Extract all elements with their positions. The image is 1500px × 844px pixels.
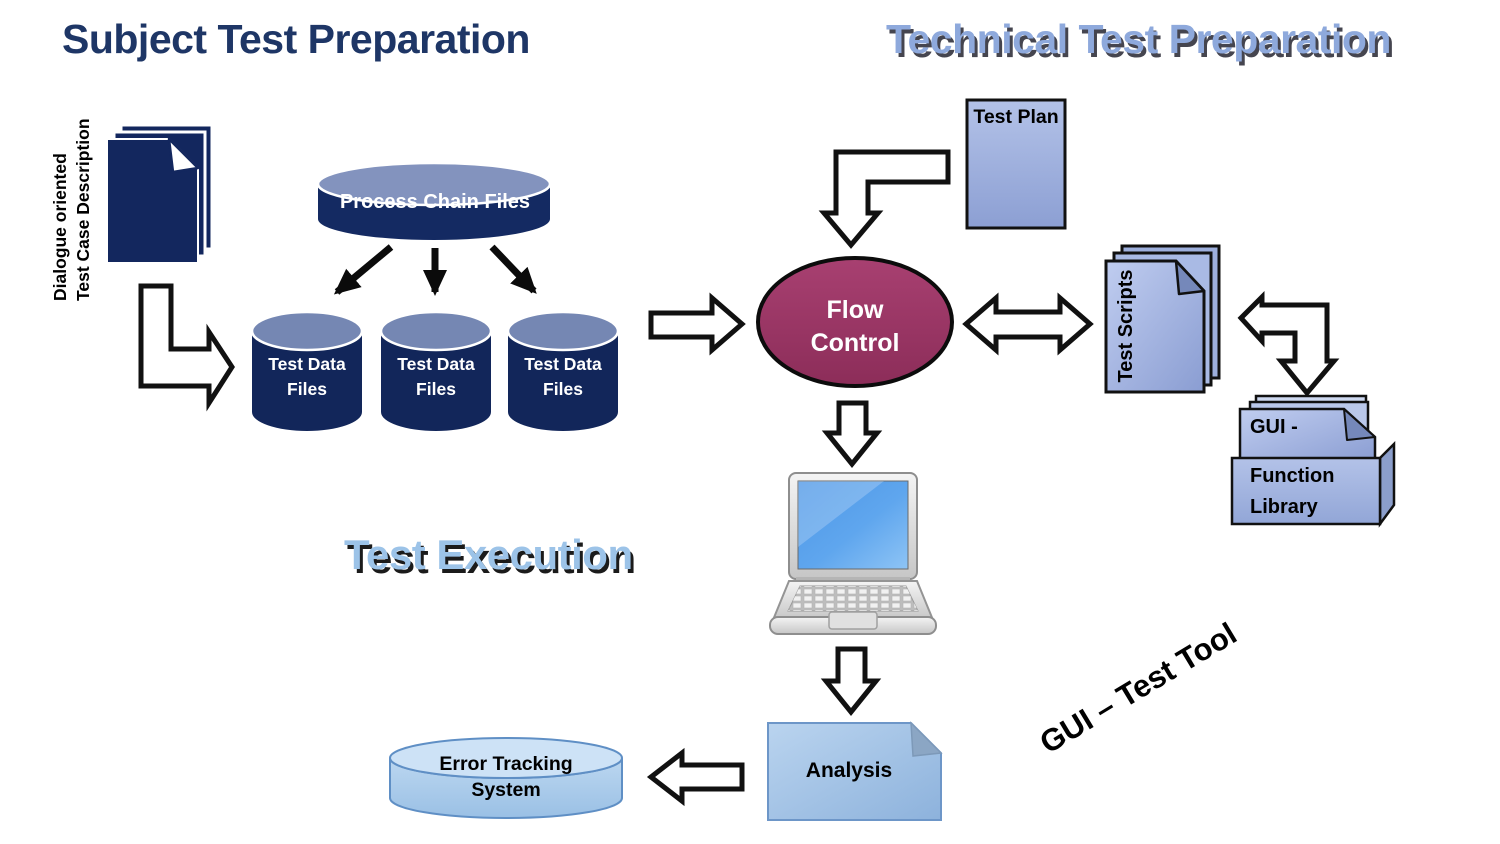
test-data-files-label-2: Test Data Files bbox=[381, 352, 491, 402]
arrow-testdata-to-flowcontrol bbox=[648, 292, 746, 356]
function-library-box-icon bbox=[1230, 394, 1396, 528]
test-data-line1: Test Data bbox=[397, 354, 475, 374]
laptop-touchpad bbox=[828, 611, 878, 630]
test-data-files-label-1: Test Data Files bbox=[252, 352, 362, 402]
elbow-arrow-docs-to-testdata bbox=[138, 283, 235, 412]
solid-arrows-to-test-data bbox=[333, 244, 537, 296]
test-data-files-label-3: Test Data Files bbox=[508, 352, 618, 402]
arrow-flowcontrol-to-laptop bbox=[821, 400, 883, 468]
analysis-document bbox=[767, 721, 943, 821]
process-chain-files-cylinder bbox=[316, 161, 552, 240]
double-arrow-flowcontrol-testscripts bbox=[962, 292, 1094, 356]
dog-ear-fold bbox=[1174, 259, 1206, 296]
flow-control-line1: Flow bbox=[826, 296, 884, 324]
flow-control-line2: Control bbox=[810, 329, 900, 357]
error-tracking-line1: Error Tracking bbox=[439, 753, 573, 775]
test-execution-title: Test Execution bbox=[344, 531, 633, 578]
test-data-files-cylinder-2 bbox=[379, 310, 493, 431]
flow-control-ellipse bbox=[756, 256, 954, 388]
bent-double-arrow-testscripts-guilibrary bbox=[1237, 290, 1340, 397]
error-tracking-line2: System bbox=[471, 779, 541, 801]
gui-library-box-label: Function Library bbox=[1250, 461, 1376, 523]
laptop-icon bbox=[769, 472, 937, 635]
test-data-line2: Files bbox=[287, 379, 327, 399]
arrow-analysis-to-errortracking bbox=[646, 747, 745, 807]
subject-test-preparation-title: Subject Test Preparation bbox=[62, 16, 530, 62]
test-case-description-label: Dialogue oriented Test Case Description bbox=[49, 41, 95, 301]
dog-ear-fold bbox=[167, 137, 200, 174]
dog-ear-fold bbox=[910, 721, 943, 757]
error-tracking-system-label: Error Tracking System bbox=[394, 751, 618, 803]
test-data-line2: Files bbox=[416, 379, 456, 399]
gui-box-line1: Function bbox=[1250, 465, 1335, 487]
elbow-arrow-testplan-to-flowcontrol bbox=[818, 149, 951, 249]
test-scripts-stack bbox=[1104, 244, 1221, 394]
analysis-label: Analysis bbox=[805, 759, 893, 782]
error-tracking-cylinder bbox=[389, 737, 623, 819]
gui-box-line2: Library bbox=[1250, 496, 1318, 518]
flow-control-label: Flow Control bbox=[775, 294, 935, 360]
test-data-line2: Files bbox=[543, 379, 583, 399]
arrow-laptop-to-analysis bbox=[820, 646, 882, 716]
test-data-line1: Test Data bbox=[268, 354, 346, 374]
test-data-line1: Test Data bbox=[524, 354, 602, 374]
process-chain-files-label: Process Chain Files bbox=[339, 191, 531, 213]
test-case-description-line2: Test Case Description bbox=[73, 118, 94, 301]
test-plan-rect bbox=[965, 98, 1067, 230]
test-data-files-cylinder-1 bbox=[250, 310, 364, 431]
test-case-description-line1: Dialogue oriented bbox=[50, 153, 70, 301]
dog-ear-fold bbox=[1343, 408, 1376, 441]
test-plan-label: Test Plan bbox=[973, 106, 1059, 128]
document-stack-icon bbox=[106, 123, 214, 264]
test-scripts-label: Test Scripts bbox=[1115, 269, 1137, 383]
gui-library-paper-label: GUI - bbox=[1250, 416, 1298, 438]
technical-test-preparation-title: Technical Test Preparation bbox=[886, 16, 1391, 62]
test-data-files-cylinder-3 bbox=[506, 310, 620, 431]
